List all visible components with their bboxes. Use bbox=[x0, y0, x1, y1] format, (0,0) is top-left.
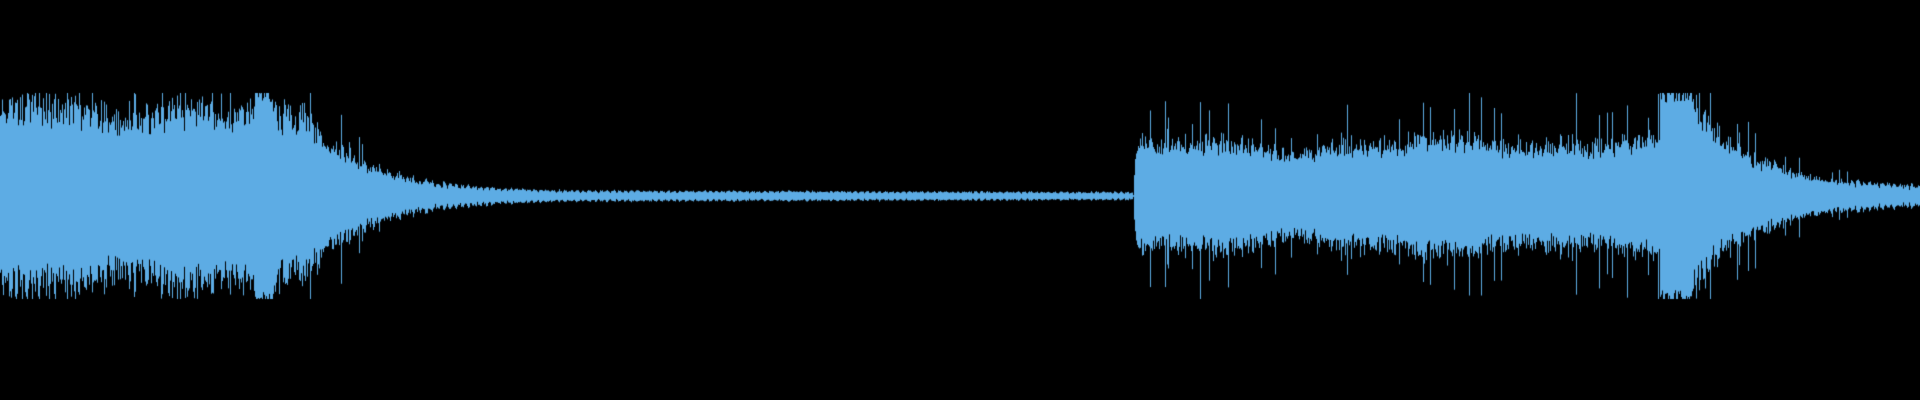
waveform-canvas[interactable] bbox=[0, 0, 1920, 400]
audio-waveform-viewer[interactable] bbox=[0, 0, 1920, 400]
